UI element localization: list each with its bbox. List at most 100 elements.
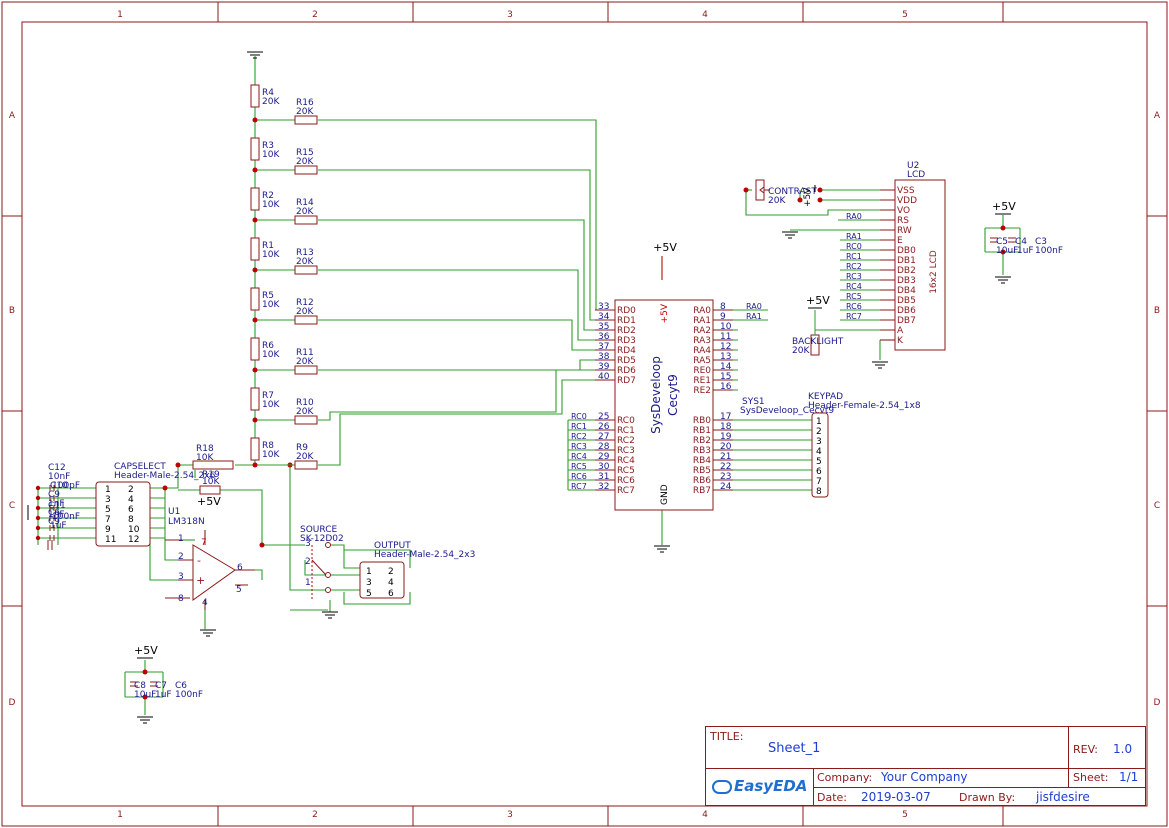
sheet-value: 1/1: [1119, 770, 1139, 784]
contrast-ref: CONTRAST: [768, 187, 817, 197]
drawn-value: jisfdesire: [1036, 790, 1090, 804]
mcu-pin-name: RD3: [617, 336, 636, 346]
mcu-pin-number: 33: [598, 302, 609, 312]
net-label: RC5: [846, 292, 862, 301]
capselect-pin-right: 10: [128, 525, 140, 535]
title-block: TITLE: Sheet_1 REV: 1.0 EasyEDA Company:…: [705, 726, 1146, 806]
vertical-resistor: [250, 84, 260, 108]
capselect-cap-label: 1uF: [50, 521, 67, 531]
keypad-pin-number: 6: [816, 467, 822, 477]
capselect-header-label: Header-Male-2.54_2x6: [114, 471, 216, 481]
mcu-pin-name: RA3: [693, 336, 711, 346]
mcu-pin-name: RB6: [693, 476, 711, 486]
lcd-pin-name: DB1: [897, 256, 916, 266]
lcd-pin-name: DB3: [897, 276, 916, 286]
resistor-ref: R1: [262, 241, 274, 251]
keypad-ref: SYS1: [742, 397, 765, 407]
keypad-pin-number: 1: [816, 417, 822, 427]
caps-bottom-power: +5V: [134, 644, 158, 657]
keypad-pin-number: 7: [816, 477, 822, 487]
contrast-val: 20K: [768, 196, 786, 206]
mcu-pin-number: 13: [720, 352, 731, 362]
net-label: RC7: [846, 312, 862, 321]
lcd-pin-name: DB0: [897, 246, 916, 256]
cap-v3: 100nF: [1035, 246, 1063, 256]
wires: [37, 56, 1021, 715]
source-part: SK-12D02: [300, 534, 344, 544]
mcu-pin-number: 31: [598, 472, 609, 482]
mcu-pin-name: RD6: [617, 366, 636, 376]
junction: [252, 167, 258, 173]
lcd-pin-name: E: [897, 236, 903, 246]
vertical-resistor: [250, 387, 260, 411]
capselect-pin-left: 3: [105, 495, 111, 505]
net-label: RC4: [571, 452, 587, 461]
mcu-gnd-label: GND: [660, 484, 670, 505]
junction: [259, 542, 265, 548]
keypad-pin-number: 8: [816, 487, 822, 497]
caps-right-power: +5V: [992, 200, 1016, 213]
frame-col-label-bottom: 2: [312, 810, 318, 820]
mcu-power-label: +5V: [653, 241, 677, 254]
ground-icon: [654, 545, 670, 553]
resistor-ref: R11: [296, 348, 314, 358]
mcu-pin-name: RB4: [693, 456, 711, 466]
lcd-pin-name: A: [897, 326, 904, 336]
net-label: RA0: [846, 212, 862, 221]
cap-c8: C8: [134, 681, 146, 691]
frame-col-label-bottom: 3: [507, 810, 513, 820]
resistor-value: 10K: [262, 400, 280, 410]
mcu-pin-number: 16: [720, 382, 732, 392]
resistor-ref: R6: [262, 341, 274, 351]
source-ref: SOURCE: [300, 525, 337, 535]
net-label: RC5: [571, 462, 587, 471]
cap-b-v1: 10uF: [134, 690, 156, 700]
resistor-value: 20K: [296, 207, 314, 217]
r18-val: 10K: [196, 453, 214, 463]
resistor-value: 10K: [262, 300, 280, 310]
mcu-pin-number: 29: [598, 452, 610, 462]
opamp-pin8: 8: [178, 594, 184, 604]
frame-col-label-bottom: 5: [902, 810, 908, 820]
net-label: RC3: [846, 272, 862, 281]
capselect-pin-right: 12: [128, 535, 139, 545]
mcu-pin-number: 38: [598, 352, 610, 362]
cap-b-v3: 100nF: [175, 690, 203, 700]
resistor-value: 20K: [296, 157, 314, 167]
net-label: RC6: [571, 472, 587, 481]
capselect-cap-label: 10nF: [48, 472, 70, 482]
lcd-ref: U2: [907, 161, 919, 171]
mcu-pin-name: RA5: [693, 356, 711, 366]
output-pin-right: 6: [388, 589, 394, 599]
frame-col-label-top: 5: [902, 10, 908, 20]
capselect-pin-right: 2: [128, 485, 134, 495]
r18-ref: R18: [196, 444, 214, 454]
opamp-pin2: 2: [178, 552, 184, 562]
resistor-ref: R10: [296, 398, 314, 408]
mcu-pin-number: 24: [720, 482, 732, 492]
net-label: RC1: [571, 422, 587, 431]
easyeda-logo: EasyEDA: [706, 769, 814, 806]
source-switch: SOURCE SK-12D02 3 2 1: [300, 525, 344, 600]
mcu-pin-name: RE1: [693, 376, 711, 386]
output-pin-right: 4: [388, 578, 394, 588]
opamp-plus: +: [196, 574, 205, 587]
frame-row-label-left: D: [9, 698, 16, 708]
cap-v2: 1uF: [1017, 246, 1034, 256]
junction: [252, 117, 258, 123]
mcu-pin-number: 36: [598, 332, 610, 342]
decoupling-caps-bottom: +5V C8 C7 C6 10uF 1uF 100nF: [130, 644, 203, 700]
opamp-pin4: 4: [202, 598, 208, 608]
mcu-pin-number: 10: [720, 322, 732, 332]
frame-row-label-right: D: [1154, 698, 1161, 708]
net-label: RC4: [846, 282, 862, 291]
mcu-pin-name: RB5: [693, 466, 711, 476]
ground-icon: [782, 231, 798, 239]
net-label: RC2: [571, 432, 587, 441]
cap-c4: C4: [1015, 237, 1027, 247]
opamp-lm318: U1 LM318N +5V - + 1 2 3 4 5 6 7 8 R18 10…: [165, 444, 255, 610]
capselect-pin-left: 9: [105, 525, 111, 535]
